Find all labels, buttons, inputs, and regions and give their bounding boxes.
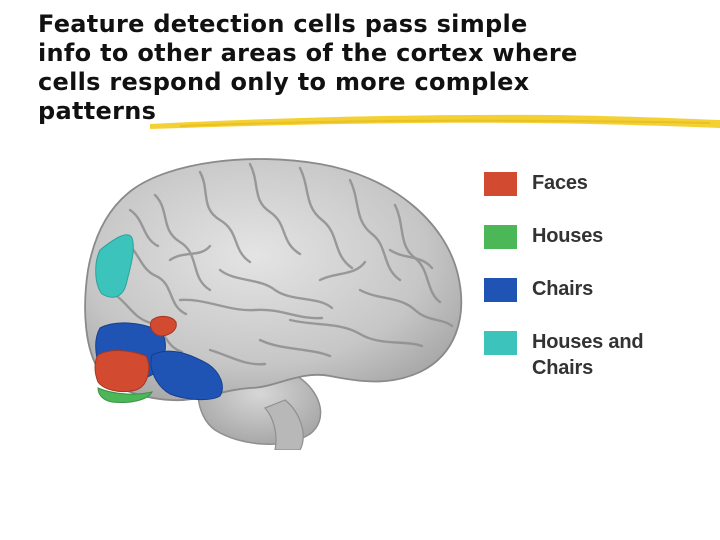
legend-item-faces: Faces xyxy=(484,168,704,221)
legend-item-chairs: Chairs xyxy=(484,274,704,327)
legend-swatch-houses xyxy=(484,225,517,249)
legend-swatch-houses-and-chairs xyxy=(484,331,517,355)
yellow-underline-decoration xyxy=(150,114,720,129)
legend-label-houses-and-chairs: Houses and Chairs xyxy=(532,331,644,379)
region-faces-small xyxy=(149,315,177,337)
title-line-4: patterns xyxy=(38,97,157,125)
legend-item-houses-and-chairs: Houses and Chairs xyxy=(484,327,704,380)
region-chairs-lower xyxy=(150,350,223,401)
brain-diagram xyxy=(84,158,463,450)
region-houses xyxy=(97,387,153,403)
region-houses-and-chairs xyxy=(95,234,134,298)
legend-label-chairs: Chairs xyxy=(532,278,594,300)
brain-stem xyxy=(263,399,304,450)
cerebral-hemisphere xyxy=(84,158,463,402)
legend-swatch-faces xyxy=(484,172,517,196)
title-line-1: Feature detection cells pass simple xyxy=(38,10,528,38)
legend-label-houses: Houses xyxy=(532,225,604,247)
legend-swatch-chairs xyxy=(484,278,517,302)
legend-item-houses: Houses xyxy=(484,221,704,274)
region-faces-large xyxy=(94,350,150,393)
slide-title: Feature detection cells pass simple info… xyxy=(38,10,698,126)
legend-label-faces: Faces xyxy=(532,172,588,194)
title-line-2: info to other areas of the cortex where xyxy=(38,39,578,67)
title-line-3: cells respond only to more complex xyxy=(38,68,530,96)
legend: Faces Houses Chairs Houses and Chairs xyxy=(484,168,704,380)
